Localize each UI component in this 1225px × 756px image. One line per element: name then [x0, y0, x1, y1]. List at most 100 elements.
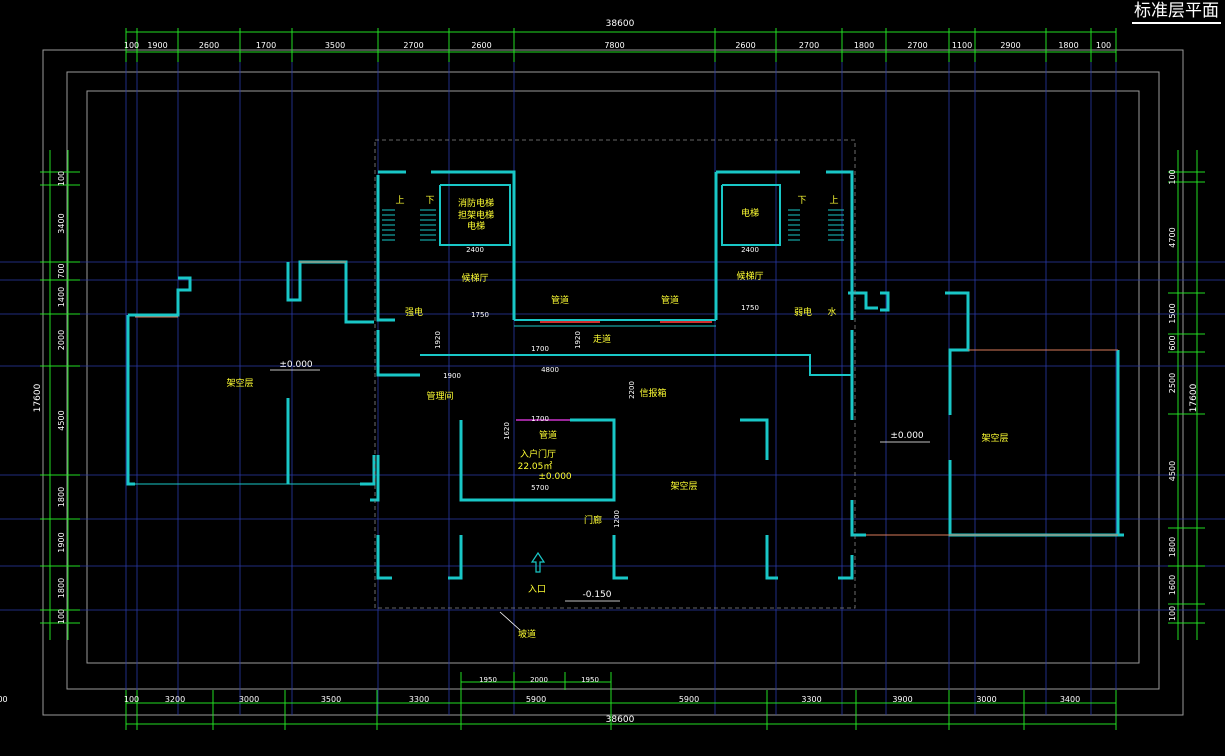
stair-up-left: 上: [395, 195, 404, 206]
bottom-sub-dim: 1950: [581, 676, 599, 684]
core-wall: [850, 500, 866, 537]
core-wall: [765, 535, 778, 580]
pilotis-left-label: 架空层: [226, 377, 253, 389]
dim-2400-right: 2400: [741, 246, 759, 254]
entry-area-label: 22.05㎡: [518, 461, 553, 472]
ramp-leader: [499, 611, 521, 631]
outer-frame: [42, 49, 1184, 716]
core-wall: [740, 418, 769, 460]
top-dim-value: 2600: [735, 41, 755, 50]
bottom-dim-value: 3000: [976, 695, 996, 704]
left-dim-value: 100: [57, 171, 66, 186]
core-wall: [376, 535, 392, 580]
inner-frame: [86, 90, 1140, 664]
right-dim-value: 100: [1168, 169, 1177, 184]
bottom-dim-value: 100: [0, 695, 8, 704]
dim-1700-top: 1700: [531, 345, 549, 353]
fire-elevator-label: 消防电梯: [458, 197, 494, 209]
right-dim-value: 2500: [1168, 373, 1177, 393]
lobby-right-label: 候梯厅: [736, 270, 763, 282]
lobby-left-label: 候梯厅: [461, 272, 488, 284]
middle-frame: [66, 71, 1160, 690]
bottom-dim-value: 3300: [801, 695, 821, 704]
room-labels: 上下消防电梯担架电梯电梯电梯下上候梯厅候梯厅强电弱电水管道管道走道管理间信报箱管…: [226, 195, 1008, 640]
right-dim-value: 4500: [1168, 461, 1177, 481]
left-dim-value: 1800: [57, 487, 66, 507]
core-wall: [448, 535, 463, 580]
left-wing-wall: [126, 315, 135, 486]
right-dim-value: 1600: [1168, 575, 1177, 595]
dim-1750-left: 1750: [471, 311, 489, 319]
top-total-dim: 38600: [606, 19, 635, 29]
building-outline: [374, 139, 856, 609]
left-dim-value: 700: [57, 263, 66, 278]
outer-frames: [42, 49, 1184, 716]
right-wing-wall: [945, 291, 970, 415]
core-wall: [376, 330, 420, 377]
entrance-arrow: [530, 551, 546, 573]
left-wing-wall: [128, 276, 192, 317]
dim-1750-right: 1750: [741, 304, 759, 312]
bottom-sub-dim: 1950: [479, 676, 497, 684]
core-wall: [838, 555, 854, 580]
right-dim-value: 100: [1168, 606, 1177, 621]
entry-hall-label: 入户门厅: [520, 448, 556, 460]
stair-down-right: 下: [797, 196, 806, 206]
right-dim-value: 4700: [1168, 227, 1177, 247]
core-wall: [376, 175, 395, 322]
elevator-right-wall: [721, 184, 781, 246]
entry-hall-wall: [459, 418, 616, 502]
dim-1920-left: 1920: [434, 331, 442, 349]
left-dim-value: 4500: [57, 410, 66, 430]
core-wall: [612, 535, 628, 580]
bottom-sub-dim: 2000: [530, 676, 548, 684]
bottom-dim-value: 5900: [526, 695, 546, 704]
top-dim-value: 2600: [471, 41, 491, 50]
level-left-label: ±0.000: [279, 360, 313, 370]
bottom-dim-value: 3500: [321, 695, 341, 704]
mgmt-room-label: 管理间: [426, 390, 453, 402]
weak-elec-label: 弱电: [794, 306, 812, 318]
elevator-left-label: 电梯: [467, 220, 485, 232]
dim-1700-mid: 1700: [531, 415, 549, 423]
right-total-dim: 17600: [1189, 383, 1199, 412]
core-wall: [420, 354, 852, 376]
top-dim-value: 1100: [952, 41, 972, 50]
dim-4800: 4800: [541, 366, 559, 374]
left-wing-wall: [360, 455, 376, 486]
dim-1920-right: 1920: [574, 331, 582, 349]
level-right-label: ±0.000: [890, 431, 924, 441]
pipe-left-label: 管道: [551, 294, 569, 306]
top-dim-value: 2900: [1000, 41, 1020, 50]
top-dim-value: 1800: [854, 41, 874, 50]
dim-1620: 1620: [503, 422, 511, 440]
axis-grid-lines: [0, 40, 1225, 715]
left-dim-value: 3400: [57, 213, 66, 233]
top-dim-value: 1800: [1058, 41, 1078, 50]
dim-2400-left: 2400: [466, 246, 484, 254]
top-dim-value: 1900: [147, 41, 167, 50]
top-dim-value: 100: [124, 41, 139, 50]
core-wall: [826, 170, 854, 320]
corridor-label: 走道: [593, 333, 611, 345]
dim-1900: 1900: [443, 372, 461, 380]
left-wing-wall: [286, 260, 374, 324]
top-dim-value: 2700: [907, 41, 927, 50]
right-wing-wall: [1116, 350, 1124, 537]
core-wall: [431, 170, 516, 320]
top-dim-value: 100: [1096, 41, 1111, 50]
bottom-dim-value: 3900: [892, 695, 912, 704]
bottom-dim-value: 3000: [239, 695, 259, 704]
bottom-dim-value: 100: [124, 695, 139, 704]
top-dim-value: 2600: [199, 41, 219, 50]
ramp-label: 坡道: [518, 628, 536, 640]
left-dim-value: 100: [57, 609, 66, 624]
elevator-left-wall: [439, 184, 511, 246]
level-entrance-label: -0.150: [582, 590, 611, 600]
bottom-dim-value: 3300: [409, 695, 429, 704]
building-walls: [126, 139, 1124, 609]
top-dim-value: 1700: [256, 41, 276, 50]
dim-5700: 5700: [531, 484, 549, 492]
